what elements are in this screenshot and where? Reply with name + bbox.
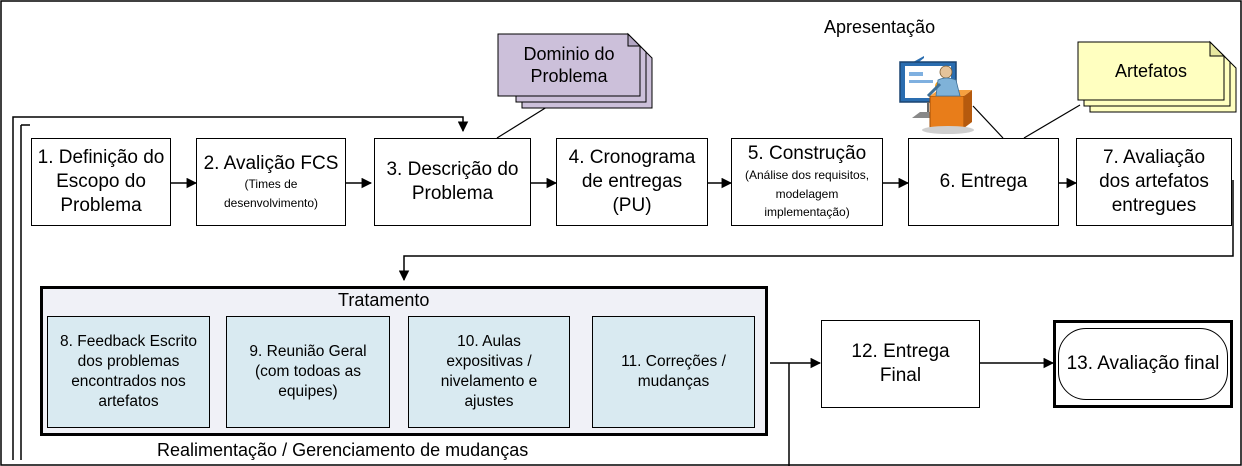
step-10-box: 10. Aulas expositivas / nivelamento e aj…	[408, 316, 570, 428]
step-4-box: 4. Cronograma de entregas (PU)	[556, 138, 708, 226]
feedback-loop-arrow	[12, 116, 469, 460]
presentation-connector	[972, 105, 1004, 139]
apresentacao-label: Apresentação	[824, 17, 936, 37]
step-6-box: 6. Entrega	[908, 138, 1059, 226]
step-1-title: 1. Definição do Escopo do Problema	[37, 147, 165, 216]
step-2-box: 2. Avalição FCS (Times de desenvolviment…	[196, 138, 346, 226]
dominio-note-label: Dominio do Problema	[523, 43, 615, 87]
artefatos-note: Artefatos	[1078, 42, 1224, 100]
treatment-title: Tratamento	[338, 290, 430, 310]
step-3-title: 3. Descrição do Problema	[386, 159, 519, 204]
feedback-label: Realimentação / Gerenciamento de mudança…	[157, 440, 529, 460]
artefatos-note-shape	[1077, 40, 1237, 113]
step-9-box: 9. Reunião Geral (com todoas as equipes)	[226, 316, 390, 428]
step-10-title: 10. Aulas expositivas / nivelamento e aj…	[440, 332, 538, 411]
step-9-title: 9. Reunião Geral (com todoas as equipes)	[249, 342, 367, 401]
artefatos-connector	[1023, 104, 1081, 139]
dominio-note-shape	[497, 32, 653, 109]
step-5-sub: (Análise dos requisitos, modelagem imple…	[744, 167, 870, 220]
step-7-title: 7. Avaliação dos artefatos entregues	[1099, 147, 1209, 216]
step-6-title: 6. Entrega	[939, 171, 1028, 193]
step-8-title: 8. Feedback Escrito dos problemas encont…	[60, 332, 197, 411]
step-2-title: 2. Avalição FCS	[203, 152, 339, 174]
artefatos-note-label: Artefatos	[1114, 60, 1188, 81]
step-1-box: 1. Definição do Escopo do Problema	[31, 138, 171, 226]
step-4-title: 4. Cronograma de entregas (PU)	[568, 147, 696, 216]
step-3-box: 3. Descrição do Problema	[374, 138, 531, 226]
step-5-box: 5. Construção (Análise dos requisitos, m…	[731, 138, 883, 226]
step-7-box: 7. Avaliação dos artefatos entregues	[1076, 138, 1232, 226]
step-13-terminal: 13. Avaliação final	[1058, 328, 1228, 400]
step-11-box: 11. Correções / mudanças	[592, 316, 755, 428]
step-2-sub: (Times de desenvolvimento)	[223, 177, 319, 210]
step-13-title: 13. Avaliação final	[1066, 353, 1220, 374]
step-5-title: 5. Construção	[747, 143, 867, 165]
step-11-title: 11. Correções / mudanças	[621, 352, 726, 390]
presenter-icon	[899, 56, 974, 134]
arrow-7-to-treatment	[398, 180, 1234, 282]
step-8-box: 8. Feedback Escrito dos problemas encont…	[47, 316, 210, 428]
step-12-title: 12. Entrega Final	[851, 341, 950, 386]
step-12-box: 12. Entrega Final	[821, 320, 980, 408]
dominio-note: Dominio do Problema	[498, 34, 640, 96]
